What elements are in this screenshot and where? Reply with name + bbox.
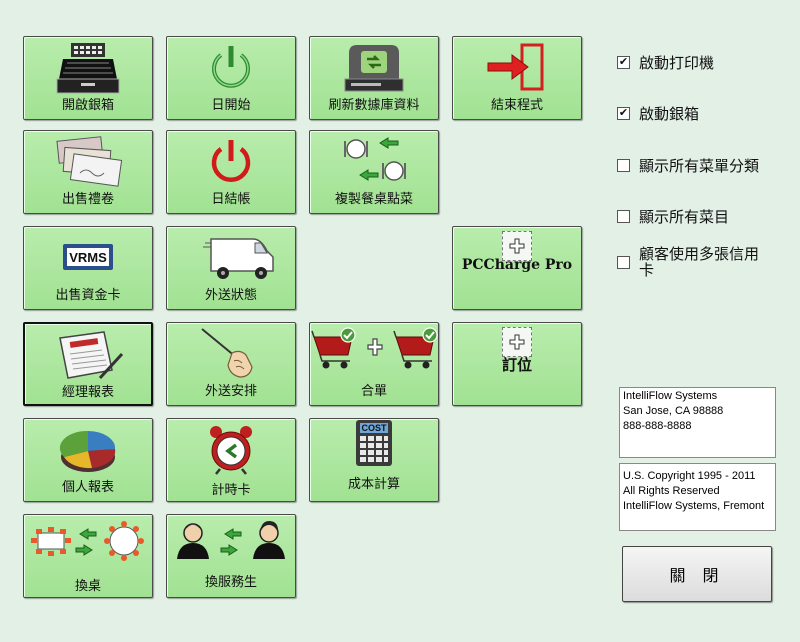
alarm-clock-icon	[167, 423, 295, 477]
cash-register-icon	[24, 41, 152, 95]
table-swap-icon	[24, 515, 152, 569]
delivery-dispatch-button[interactable]: 外送安排	[166, 322, 296, 406]
copy-table-orders-label: 複製餐桌點菜	[334, 192, 413, 207]
cost-calculation-label: 成本計算	[347, 477, 400, 492]
change-server-button[interactable]: 換服務生	[166, 514, 296, 598]
delivery-van-icon	[167, 231, 295, 285]
delivery-status-button[interactable]: 外送狀態	[166, 226, 296, 310]
copy-plates-icon	[310, 135, 438, 189]
day-close-button[interactable]: 日結帳	[166, 130, 296, 214]
option-enable-printer[interactable]: ✔ 啟動打印機	[617, 52, 714, 73]
merge-carts-icon	[310, 323, 438, 377]
database-refresh-icon	[310, 41, 438, 95]
change-table-button[interactable]: 換桌	[23, 514, 153, 598]
report-document-icon	[25, 328, 151, 382]
change-server-label: 換服務生	[204, 575, 257, 590]
option-show-all-menu-items[interactable]: 顯示所有菜目	[617, 206, 729, 227]
company-info-line: San Jose, CA 98888	[623, 405, 724, 417]
checkbox-unchecked-icon[interactable]	[617, 159, 630, 172]
vrms-card-icon: VRMS	[24, 231, 152, 285]
exit-program-button[interactable]: 結束程式	[452, 36, 582, 120]
refresh-database-button[interactable]: 刷新數據庫資料	[309, 36, 439, 120]
sell-gift-certificate-button[interactable]: 出售禮卷	[23, 130, 153, 214]
gift-certificate-icon	[24, 135, 152, 189]
power-red-icon	[167, 135, 295, 189]
time-card-label: 計時卡	[211, 483, 251, 498]
exit-program-label: 結束程式	[490, 98, 543, 113]
delivery-dispatch-label: 外送安排	[204, 384, 257, 399]
vrms-text: VRMS	[69, 250, 107, 265]
option-enable-cash-drawer[interactable]: ✔ 啟動銀箱	[617, 103, 699, 124]
option-label: 啟動打印機	[639, 54, 715, 72]
personal-report-label: 個人報表	[61, 480, 114, 495]
day-close-label: 日結帳	[211, 192, 251, 207]
checkbox-checked-icon[interactable]: ✔	[617, 106, 630, 120]
option-label: 顯示所有菜目	[639, 208, 730, 226]
merge-checks-button[interactable]: 合單	[309, 322, 439, 406]
sell-gift-certificate-label: 出售禮卷	[61, 192, 114, 207]
sell-stored-value-card-label: 出售資金卡	[55, 288, 121, 303]
cost-calculation-button[interactable]: COST 成本計算	[309, 418, 439, 502]
option-label: 顧客使用多張信用卡	[639, 245, 760, 279]
reservation-button[interactable]: 訂位	[452, 322, 582, 406]
delivery-status-label: 外送狀態	[204, 288, 257, 303]
company-info-line: IntelliFlow Systems	[623, 390, 718, 402]
pointing-hand-icon	[167, 327, 295, 381]
pccharge-pro-button[interactable]: PCCharge Pro	[452, 226, 582, 310]
change-table-label: 換桌	[74, 579, 101, 594]
checkbox-unchecked-icon[interactable]	[617, 256, 630, 269]
pccharge-pro-label: PCCharge Pro	[461, 257, 573, 273]
open-cash-drawer-label: 開啟銀箱	[61, 98, 114, 113]
option-label: 啟動銀箱	[639, 105, 700, 123]
close-button[interactable]: 關 閉	[622, 546, 772, 602]
sell-stored-value-card-button[interactable]: VRMS 出售資金卡	[23, 226, 153, 310]
reservation-label: 訂位	[501, 356, 532, 374]
add-icon	[502, 327, 532, 357]
pie-chart-icon	[24, 423, 152, 477]
option-multiple-credit-cards[interactable]: 顧客使用多張信用卡	[617, 246, 777, 278]
add-icon	[502, 231, 532, 261]
copyright-info-box: U.S. Copyright 1995 - 2011 All Rights Re…	[619, 463, 776, 531]
cost-text: COST	[361, 423, 387, 433]
cost-calculator-icon: COST	[310, 419, 438, 467]
open-cash-drawer-button[interactable]: 開啟銀箱	[23, 36, 153, 120]
exit-door-icon	[453, 41, 581, 95]
copyright-info-line: All Rights Reserved	[623, 485, 720, 497]
checkbox-checked-icon[interactable]: ✔	[617, 55, 630, 69]
power-green-icon	[167, 41, 295, 95]
option-label: 顯示所有菜單分類	[639, 157, 760, 175]
merge-checks-label: 合單	[360, 384, 387, 399]
company-info-line: 888-888-8888	[623, 420, 692, 432]
copyright-info-line: IntelliFlow Systems, Fremont	[623, 500, 765, 512]
time-card-button[interactable]: 計時卡	[166, 418, 296, 502]
manager-report-button[interactable]: 經理報表	[23, 322, 153, 406]
server-swap-icon	[167, 515, 295, 569]
copy-table-orders-button[interactable]: 複製餐桌點菜	[309, 130, 439, 214]
checkbox-unchecked-icon[interactable]	[617, 210, 630, 223]
day-start-label: 日開始	[211, 98, 251, 113]
option-show-all-menu-categories[interactable]: 顯示所有菜單分類	[617, 155, 759, 176]
day-start-button[interactable]: 日開始	[166, 36, 296, 120]
copyright-info-line: U.S. Copyright 1995 - 2011	[623, 470, 756, 482]
refresh-database-label: 刷新數據庫資料	[328, 98, 420, 113]
manager-report-label: 經理報表	[61, 385, 114, 400]
personal-report-button[interactable]: 個人報表	[23, 418, 153, 502]
company-info-box: IntelliFlow Systems San Jose, CA 98888 8…	[619, 387, 776, 458]
